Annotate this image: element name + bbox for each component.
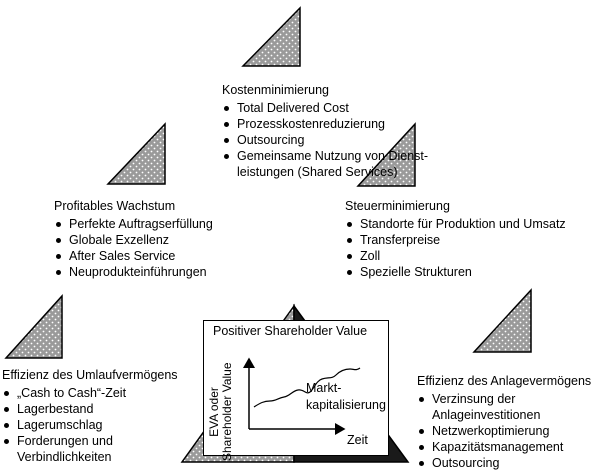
fixed-assets-title: Effizienz des Anlagevermögens [417, 374, 592, 388]
triangle-left-lower [4, 294, 63, 359]
list-item: Kapazitätsmanagement [417, 439, 591, 455]
list-item: Zoll [345, 248, 566, 264]
profitable-growth-list: Perfekte Auftragserfüllung Globale Exzel… [54, 216, 213, 280]
series-label-line1: Markt- [306, 381, 342, 395]
list-item-text: Verzinsung der [432, 392, 516, 406]
fixed-assets-block: Effizienz des Anlagevermögens Verzinsung… [417, 373, 591, 471]
working-capital-block: Effizienz des Umlaufvermögens „Cash to C… [2, 367, 178, 465]
triangle-left-upper [106, 122, 166, 185]
shareholder-value-chart: Positiver Shareholder Value EVA oder Sha… [203, 320, 389, 461]
working-capital-list: „Cash to Cash“-Zeit Lagerbestand Lagerum… [2, 385, 178, 465]
triangle-top [241, 6, 301, 67]
list-item-text: Gemeinsame Nutzung von Dienst- [237, 149, 429, 163]
x-axis-label: Zeit [347, 433, 368, 447]
cost-minimization-list: Total Delivered Cost Prozesskostenreduzi… [222, 100, 428, 180]
list-item: Netzwerkoptimierung [417, 423, 591, 439]
y-axis-label-line2: Shareholder Value [220, 362, 234, 461]
cost-minimization-block: Kostenminimierung Total Delivered Cost P… [222, 82, 428, 180]
list-item: Perfekte Auftragserfüllung [54, 216, 213, 232]
list-item: Gemeinsame Nutzung von Dienst-leistungen… [222, 148, 428, 180]
triangle-right-upper [356, 122, 416, 187]
list-item: Spezielle Strukturen [345, 264, 566, 280]
list-item: Standorte für Produktion und Umsatz [345, 216, 566, 232]
working-capital-title: Effizienz des Umlaufvermögens [2, 368, 178, 382]
tax-minimization-list: Standorte für Produktion und Umsatz Tran… [345, 216, 566, 280]
y-axis-label: EVA oder Shareholder Value [207, 362, 234, 461]
tax-minimization-title: Steuerminimierung [345, 199, 450, 213]
list-item-continuation: Verbindlichkeiten [17, 450, 112, 464]
tax-minimization-block: Steuerminimierung Standorte für Produkti… [345, 198, 566, 280]
list-item: „Cash to Cash“-Zeit [2, 385, 178, 401]
cost-minimization-title: Kostenminimierung [222, 83, 329, 97]
list-item: Lagerumschlag [2, 417, 178, 433]
list-item: Lagerbestand [2, 401, 178, 417]
profitable-growth-title: Profitables Wachstum [54, 199, 176, 213]
list-item: Prozesskostenreduzierung [222, 116, 428, 132]
series-line [253, 367, 361, 408]
profitable-growth-block: Profitables Wachstum Perfekte Auftragser… [54, 198, 213, 280]
chart-plot [243, 357, 361, 435]
list-item: Transferpreise [345, 232, 566, 248]
list-item: Outsourcing [222, 132, 428, 148]
list-item: Outsourcing [417, 455, 591, 471]
series-label-line2: kapitalisierung [306, 398, 386, 412]
chart-title: Positiver Shareholder Value [213, 324, 368, 338]
list-item-continuation: leistungen (Shared Services) [237, 165, 398, 179]
list-item: Neuprodukteinführungen [54, 264, 213, 280]
list-item-continuation: Anlageinvestitionen [432, 408, 541, 422]
list-item: After Sales Service [54, 248, 213, 264]
list-item: Total Delivered Cost [222, 100, 428, 116]
list-item-text: Forderungen und [17, 434, 113, 448]
list-item: Globale Exzellenz [54, 232, 213, 248]
triangle-right-lower [472, 288, 532, 353]
series-label: Markt- kapitalisierung [306, 380, 386, 414]
